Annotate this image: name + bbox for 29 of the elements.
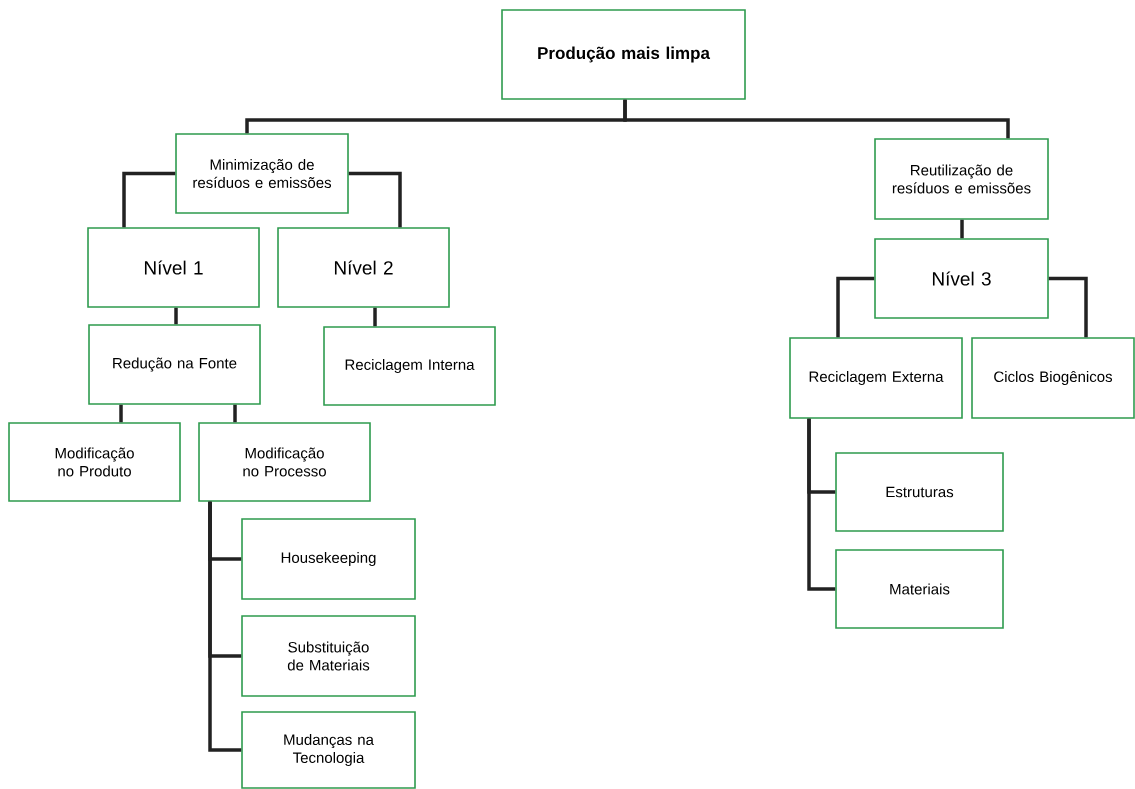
process-box: Reciclagem Externa bbox=[789, 337, 963, 419]
process-box: Reciclagem Interna bbox=[323, 326, 496, 406]
process-box: Estruturas bbox=[835, 452, 1004, 532]
connector-line bbox=[373, 307, 377, 327]
category-box: Minimização de resíduos e emissões bbox=[175, 133, 349, 214]
connector-line bbox=[623, 99, 1010, 139]
connector-line bbox=[208, 501, 242, 752]
connector-line bbox=[960, 219, 964, 239]
connector-line bbox=[233, 404, 237, 423]
connector-line bbox=[122, 171, 176, 228]
title-box: Produção mais limpa bbox=[501, 9, 746, 100]
connector-line bbox=[807, 418, 836, 591]
connector-line bbox=[119, 404, 123, 423]
process-box: Mudanças na Tecnologia bbox=[241, 711, 416, 789]
process-box: Modificação no Produto bbox=[8, 422, 181, 502]
connector-line bbox=[1048, 276, 1088, 338]
process-box: Substituição de Materiais bbox=[241, 615, 416, 697]
process-box: Ciclos Biogênicos bbox=[971, 337, 1135, 419]
level-box: Nível 3 bbox=[874, 238, 1049, 319]
connector-line bbox=[174, 307, 178, 325]
level-box: Nível 1 bbox=[87, 227, 260, 308]
process-box: Housekeeping bbox=[241, 518, 416, 600]
connector-line bbox=[836, 276, 875, 338]
process-box: Modificação no Processo bbox=[198, 422, 371, 502]
connector-line bbox=[348, 171, 402, 228]
level-box: Nível 2 bbox=[277, 227, 450, 308]
process-box: Redução na Fonte bbox=[88, 324, 261, 405]
process-box: Materiais bbox=[835, 549, 1004, 629]
category-box: Reutilização de resíduos e emissões bbox=[874, 138, 1049, 220]
